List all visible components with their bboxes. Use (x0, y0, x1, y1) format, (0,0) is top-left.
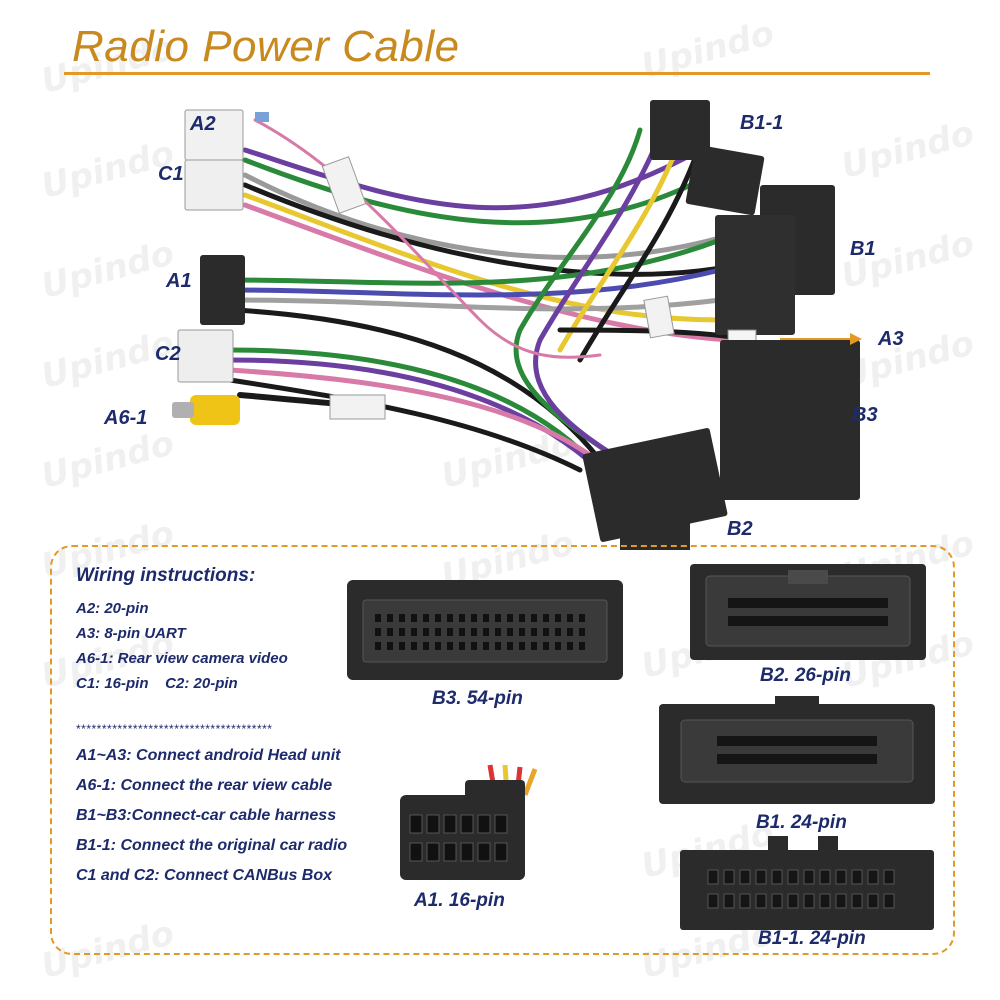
label-a1: A1 (166, 270, 192, 292)
caption-b1-1: B1-1. 24-pin (758, 928, 866, 949)
connection-line: B1-1: Connect the original car radio (76, 837, 348, 854)
label-a6-1: A6-1 (104, 407, 148, 429)
caption-a1: A1. 16-pin (414, 890, 505, 911)
label-c2: C2 (155, 343, 181, 365)
pin-line: A2: 20-pin (76, 600, 149, 617)
pin-line: A3: 8-pin UART (76, 625, 186, 642)
label-b2: B2 (727, 518, 753, 540)
label-c1: C1 (158, 163, 184, 185)
caption-b3: B3. 54-pin (432, 688, 523, 709)
cable-harness-photo (172, 100, 862, 550)
label-a3: A3 (878, 328, 904, 350)
b2-connector-image (690, 564, 926, 660)
connection-line: C1 and C2: Connect CANBus Box (76, 867, 333, 884)
label-b3: B3 (852, 404, 878, 426)
instructions-title: Wiring instructions: (76, 565, 256, 586)
b1-connector-image (659, 696, 935, 804)
caption-b1: B1. 24-pin (756, 812, 847, 833)
pin-line: A6-1: Rear view camera video (76, 650, 288, 667)
instructions-panel (50, 545, 955, 955)
label-b1: B1 (850, 238, 876, 260)
b3-connector-image (347, 580, 623, 680)
connection-line: B1~B3:Connect-car cable harness (76, 807, 337, 824)
label-b1-1: B1-1 (740, 112, 784, 134)
caption-b2: B2. 26-pin (760, 665, 851, 686)
watermark: Upindo (637, 13, 779, 87)
page-title: Radio Power Cable (72, 22, 460, 71)
pin-line: C1: 16-pin C2: 20-pin (76, 675, 238, 692)
separator: ************************************** (76, 722, 273, 736)
connection-line: A1~A3: Connect android Head unit (76, 747, 341, 764)
label-a2: A2 (190, 113, 216, 135)
connection-line: A6-1: Connect the rear view cable (76, 777, 333, 794)
a1-connector-image (400, 764, 538, 880)
title-underline (64, 72, 930, 75)
b1-1-connector-image (680, 836, 934, 930)
